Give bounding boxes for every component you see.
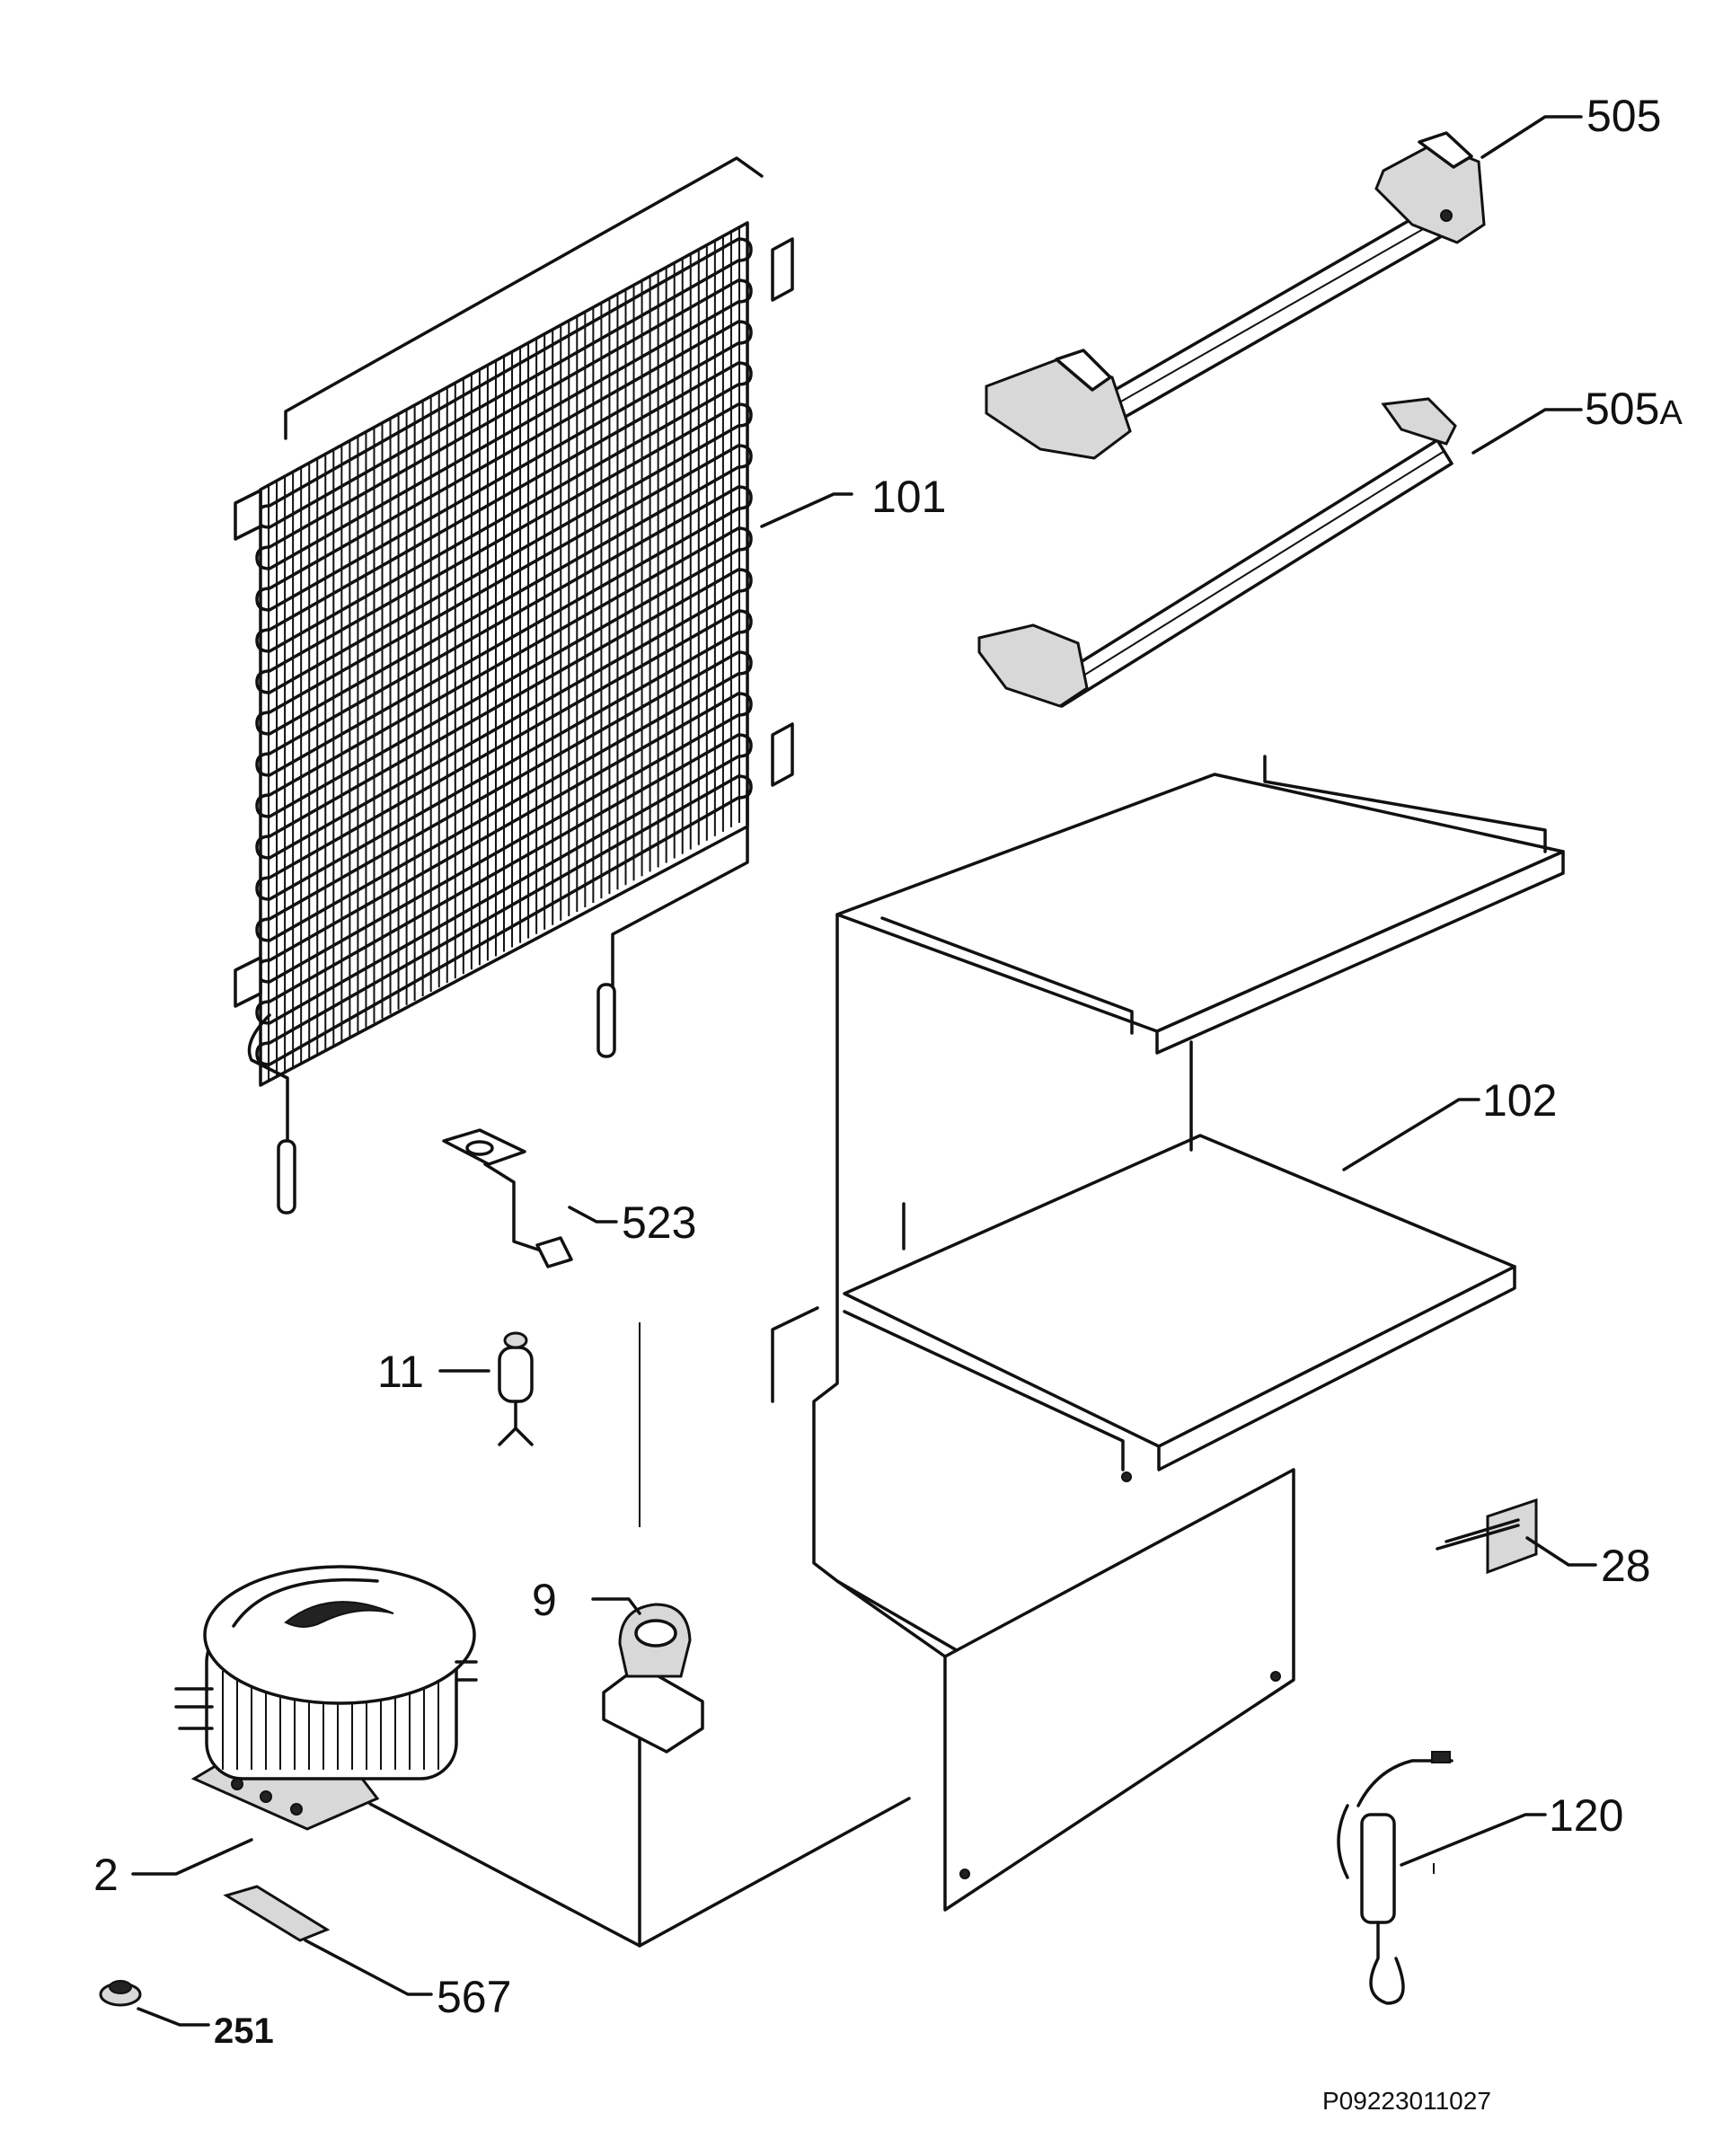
shelf-frame-assembly bbox=[368, 755, 1565, 1948]
label-28: 28 bbox=[1601, 1541, 1651, 1591]
label-567: 567 bbox=[437, 1972, 511, 2022]
overload-protector-9 bbox=[591, 1597, 704, 1754]
document-code: P09223011027 bbox=[1322, 2087, 1491, 2115]
label-505: 505 bbox=[1586, 91, 1661, 141]
label-120: 120 bbox=[1549, 1790, 1623, 1841]
thermostat-120 bbox=[1337, 1751, 1547, 2005]
mounting-plate-567 bbox=[223, 1885, 433, 1996]
label-102: 102 bbox=[1482, 1075, 1557, 1126]
label-2: 2 bbox=[93, 1850, 119, 1900]
grommet-251 bbox=[99, 1980, 210, 2027]
label-11: 11 bbox=[377, 1347, 424, 1397]
start-relay-11 bbox=[438, 1331, 534, 1446]
compressor-2 bbox=[131, 1565, 478, 1876]
clip-28 bbox=[1436, 1498, 1597, 1575]
condenser-coil bbox=[234, 156, 853, 1215]
label-505a: 505A bbox=[1585, 384, 1683, 434]
label-9: 9 bbox=[532, 1575, 557, 1625]
label-523: 523 bbox=[622, 1197, 696, 1248]
bracket-523 bbox=[442, 1128, 618, 1268]
door-bar-505 bbox=[985, 115, 1583, 460]
door-bar-505a bbox=[977, 397, 1583, 708]
label-251: 251 bbox=[214, 2011, 274, 2051]
label-101: 101 bbox=[871, 472, 946, 522]
